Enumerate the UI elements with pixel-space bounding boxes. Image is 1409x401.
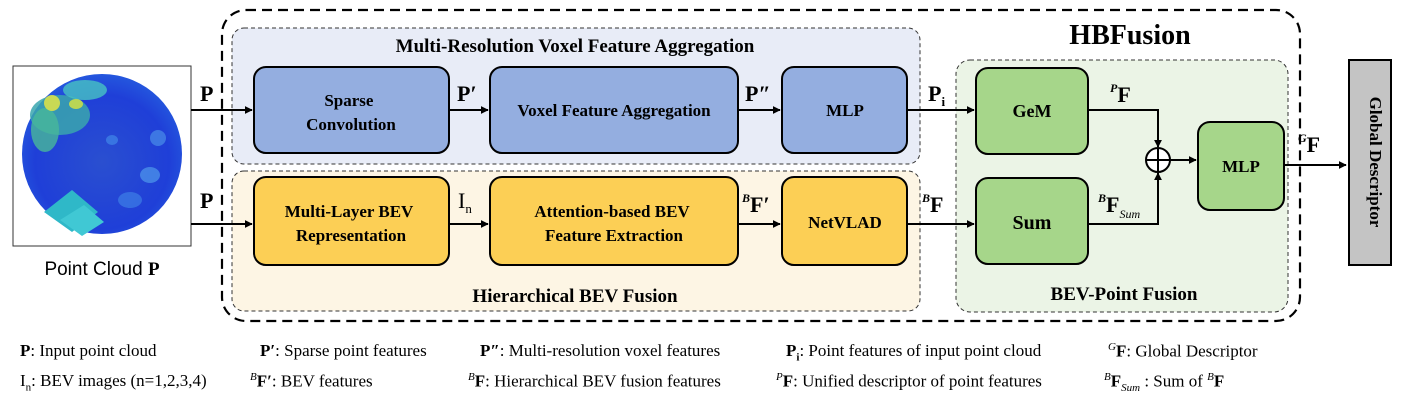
arrow-gem-to-plus bbox=[1088, 109, 1162, 148]
legend-gf: GF: Global Descriptor bbox=[1108, 341, 1258, 361]
sparse-conv-block bbox=[253, 66, 450, 154]
netvlad-block bbox=[781, 176, 908, 266]
netvlad-label: NetVLAD bbox=[808, 213, 882, 232]
hbfusion-title: HBFusion bbox=[1069, 20, 1191, 51]
label-p-double-prime: P″ bbox=[745, 81, 771, 106]
label-bf-sum: BFSum bbox=[1097, 191, 1140, 221]
multires-group-title: Multi-Resolution Voxel Feature Aggregati… bbox=[396, 36, 755, 57]
sparse-conv-label: Sparse Convolution bbox=[306, 91, 396, 134]
multi-layer-bev-label: Multi-Layer BEV Representation bbox=[285, 202, 418, 245]
legend-i-n: In: BEV images (n=1,2,3,4) bbox=[20, 371, 207, 394]
label-bf: BF bbox=[921, 191, 943, 217]
legend-pf: PF: Unified descriptor of point features bbox=[776, 371, 1042, 391]
label-pf: PF bbox=[1110, 81, 1131, 107]
legend-p: P: Input point cloud bbox=[20, 341, 157, 360]
hbfusion-frame bbox=[220, 8, 1302, 323]
label-i-n: In bbox=[458, 188, 472, 216]
label-p-prime: P′ bbox=[457, 81, 477, 106]
mlp-top-label: MLP bbox=[826, 101, 864, 120]
mlp-right-label: MLP bbox=[1222, 157, 1260, 176]
global-descriptor-block bbox=[1348, 59, 1392, 266]
hier-group-title: Hierarchical BEV Fusion bbox=[472, 286, 678, 307]
attention-bev-block bbox=[489, 176, 739, 266]
gem-label: GeM bbox=[1013, 101, 1052, 121]
bevpoint-group-title: BEV-Point Fusion bbox=[1051, 284, 1198, 305]
label-bf-prime: BF′ bbox=[741, 191, 770, 217]
arrow-sum-to-plus bbox=[1088, 172, 1162, 225]
legend-p-i: Pi: Point features of input point cloud bbox=[786, 341, 1042, 364]
plus-icon bbox=[1145, 147, 1171, 173]
legend-bf-sum: BFSum : Sum of BF bbox=[1104, 371, 1225, 395]
multi-layer-bev-block bbox=[253, 176, 450, 266]
sum-block bbox=[975, 177, 1089, 265]
point-cloud-image bbox=[12, 65, 192, 247]
label-gf: GF bbox=[1298, 131, 1320, 157]
sum-label: Sum bbox=[1013, 212, 1052, 234]
attention-bev-label: Attention-based BEV Feature Extraction bbox=[534, 202, 693, 245]
legend-bf-prime: BF′: BEV features bbox=[250, 371, 373, 391]
legend-p-prime: P′: Sparse point features bbox=[260, 341, 427, 360]
global-descriptor-label: Global Descriptor bbox=[1366, 97, 1385, 228]
legend-p-double-prime: P″: Multi-resolution voxel features bbox=[480, 341, 721, 360]
label-p-bottom: P bbox=[200, 188, 213, 213]
legend-bf: BF: Hierarchical BEV fusion features bbox=[468, 371, 721, 391]
point-cloud-caption: Point Cloud P bbox=[44, 259, 160, 280]
label-p-i: Pi bbox=[928, 81, 945, 109]
label-p-top: P bbox=[200, 81, 213, 106]
voxel-agg-label: Voxel Feature Aggregation bbox=[517, 101, 711, 120]
